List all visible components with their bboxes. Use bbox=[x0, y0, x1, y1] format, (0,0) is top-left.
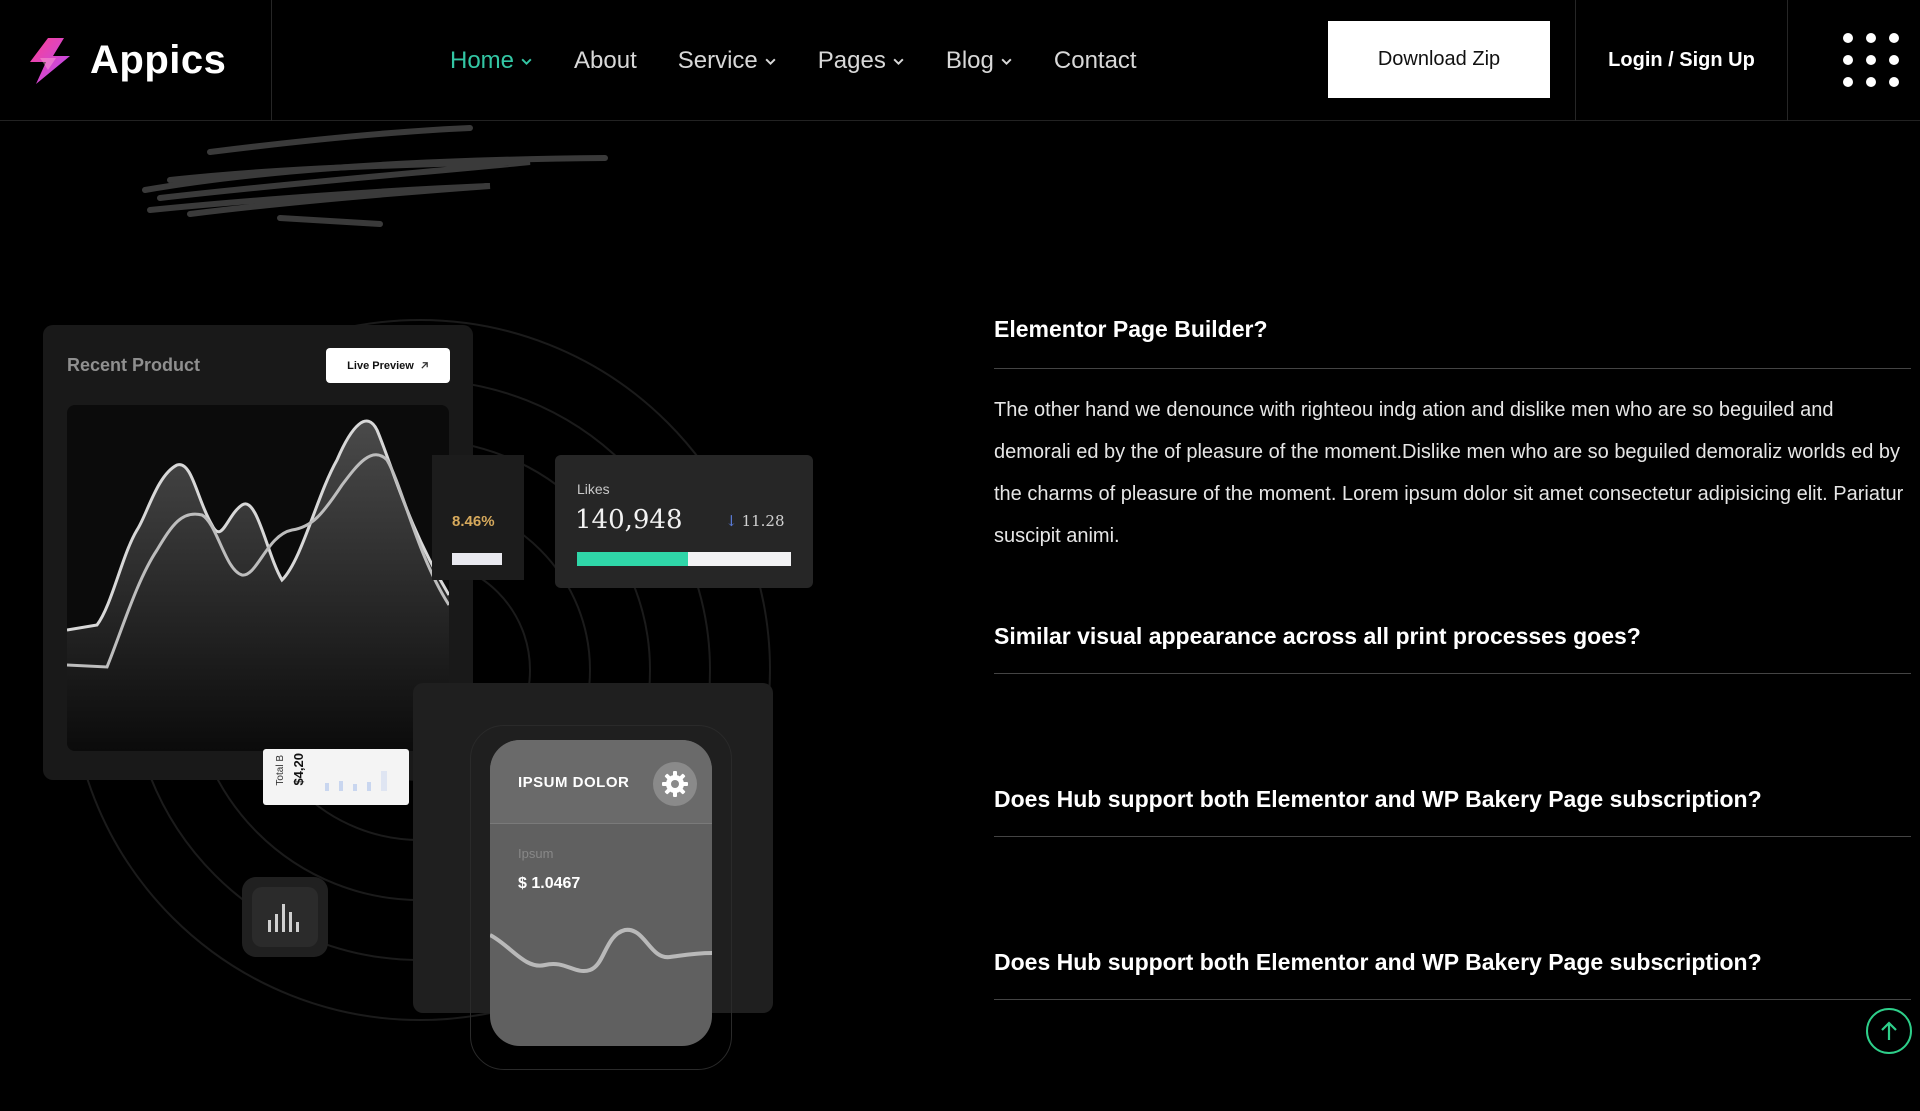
nav-item-home[interactable]: Home bbox=[450, 47, 533, 75]
likes-card: Likes 140,948 ↓11.28 bbox=[555, 455, 813, 588]
live-preview-button[interactable]: Live Preview bbox=[326, 348, 450, 383]
download-zip-button[interactable]: Download Zip bbox=[1328, 21, 1550, 98]
ipsum-title: IPSUM DOLOR bbox=[518, 774, 630, 791]
nav-item-about[interactable]: About bbox=[574, 46, 637, 74]
arrow-up-icon bbox=[1881, 1021, 1897, 1040]
faq-divider bbox=[994, 999, 1911, 1000]
likes-delta: ↓11.28 bbox=[725, 512, 785, 530]
faq-item: Similar visual appearance across all pri… bbox=[994, 623, 1911, 674]
chevron-down-icon bbox=[1001, 58, 1012, 66]
ipsum-sub: Ipsum bbox=[518, 846, 554, 861]
chevron-down-icon bbox=[765, 58, 776, 66]
growth-percent: 8.46% bbox=[452, 513, 495, 530]
ipsum-card: IPSUM DOLOR Ipsum $ 1.0467 bbox=[490, 740, 712, 1046]
faq-item: Does Hub support both Elementor and WP B… bbox=[994, 949, 1911, 1000]
grid-dots-icon[interactable] bbox=[1843, 33, 1901, 87]
faq-divider bbox=[994, 673, 1911, 674]
faq-answer: The other hand we denounce with righteou… bbox=[994, 399, 1904, 547]
likes-label: Likes bbox=[577, 481, 610, 497]
nav-item-contact[interactable]: Contact bbox=[1053, 46, 1137, 74]
faq-divider bbox=[994, 836, 1911, 837]
total-balance-value: $4,20 bbox=[291, 753, 306, 786]
nav-item-service[interactable]: Service bbox=[678, 47, 777, 75]
scroll-to-top-button[interactable] bbox=[1866, 1008, 1912, 1054]
mini-bars-graphic bbox=[325, 771, 387, 791]
ipsum-card-outline bbox=[470, 725, 732, 1070]
faq-item: Elementor Page Builder? The other hand we… bbox=[994, 316, 1911, 557]
arrow-down-icon: ↓ bbox=[725, 512, 738, 530]
brand-name: Appics bbox=[90, 38, 227, 82]
bolt-logo-icon bbox=[30, 37, 70, 84]
hero-illustration: Recent Product Live Preview 8.46% bbox=[0, 300, 850, 1100]
faq-question[interactable]: Does Hub support both Elementor and WP B… bbox=[994, 949, 1762, 975]
likes-progress bbox=[577, 552, 791, 566]
login-signup-link[interactable]: Login / Sign Up bbox=[1575, 0, 1788, 121]
recent-product-card: Recent Product Live Preview bbox=[43, 325, 473, 780]
total-balance-label: Total B bbox=[275, 755, 286, 786]
faq-item: Does Hub support both Elementor and WP B… bbox=[994, 786, 1911, 837]
bar-chart-icon bbox=[242, 877, 328, 957]
faq-question[interactable]: Does Hub support both Elementor and WP B… bbox=[994, 786, 1762, 812]
growth-bar bbox=[452, 553, 502, 565]
likes-value: 140,948 bbox=[575, 505, 683, 535]
area-chart-graphic bbox=[67, 419, 449, 751]
main-nav: Home About Service Pages Blog Contact bbox=[450, 0, 1178, 121]
chevron-down-icon bbox=[893, 58, 904, 66]
faq-question[interactable]: Similar visual appearance across all pri… bbox=[994, 623, 1641, 649]
nav-item-pages[interactable]: Pages bbox=[818, 47, 905, 75]
recent-product-title: Recent Product bbox=[67, 355, 201, 375]
faq-question[interactable]: Elementor Page Builder? bbox=[994, 316, 1268, 342]
scribble-decoration bbox=[142, 125, 608, 227]
chevron-down-icon bbox=[521, 58, 532, 66]
total-balance-card: Total B $4,20 bbox=[263, 749, 409, 805]
faq-divider bbox=[994, 368, 1911, 369]
arrow-up-right-icon bbox=[421, 362, 428, 369]
ipsum-wave-graphic bbox=[490, 927, 712, 974]
recent-product-chart bbox=[67, 405, 449, 751]
gear-icon bbox=[653, 762, 697, 806]
faq-accordion: Elementor Page Builder? The other hand we… bbox=[994, 290, 1911, 1111]
ipsum-price: $ 1.0467 bbox=[518, 875, 581, 892]
likes-progress-fill bbox=[577, 552, 689, 566]
logo[interactable]: Appics bbox=[0, 0, 272, 121]
nav-item-blog[interactable]: Blog bbox=[946, 47, 1013, 75]
